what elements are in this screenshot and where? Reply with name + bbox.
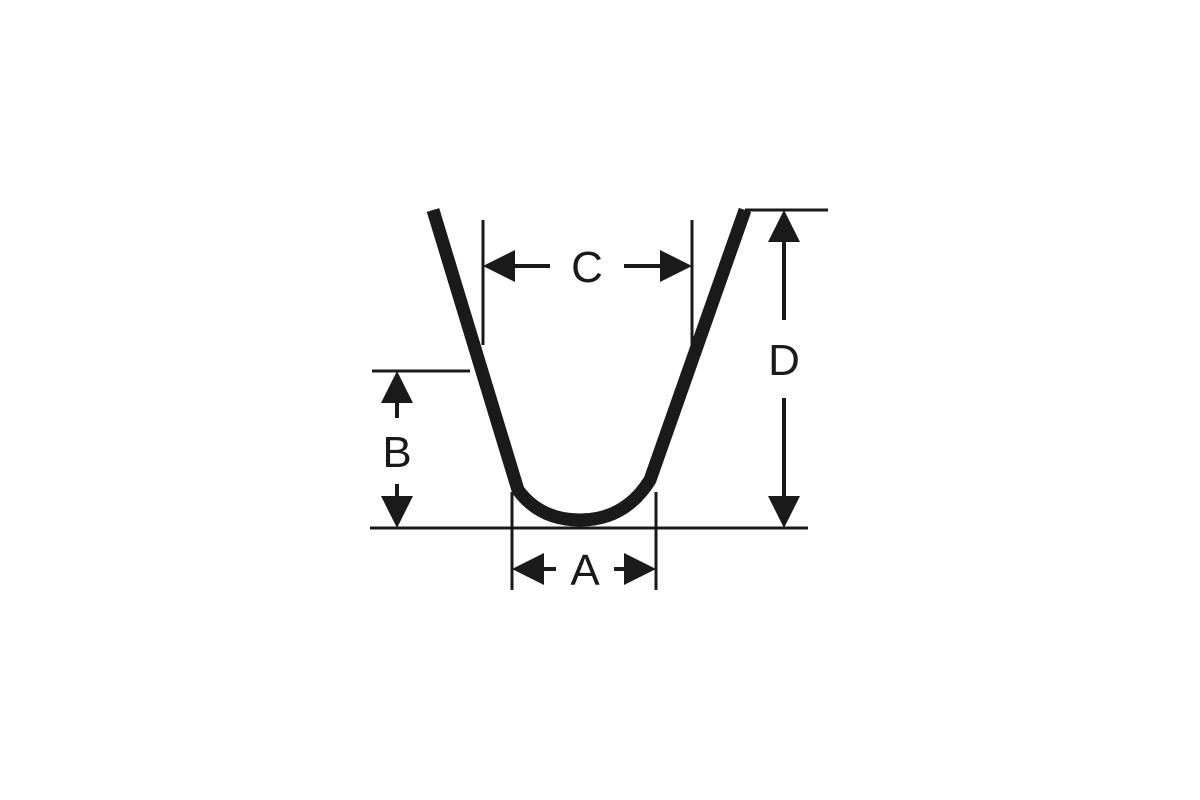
- b-dimension-label: B: [382, 428, 411, 477]
- d-dimension-label: D: [768, 336, 800, 385]
- belt-profile-outline: [426, 207, 752, 527]
- a-dimension-label: A: [570, 546, 600, 595]
- c-dimension-label: C: [571, 243, 603, 292]
